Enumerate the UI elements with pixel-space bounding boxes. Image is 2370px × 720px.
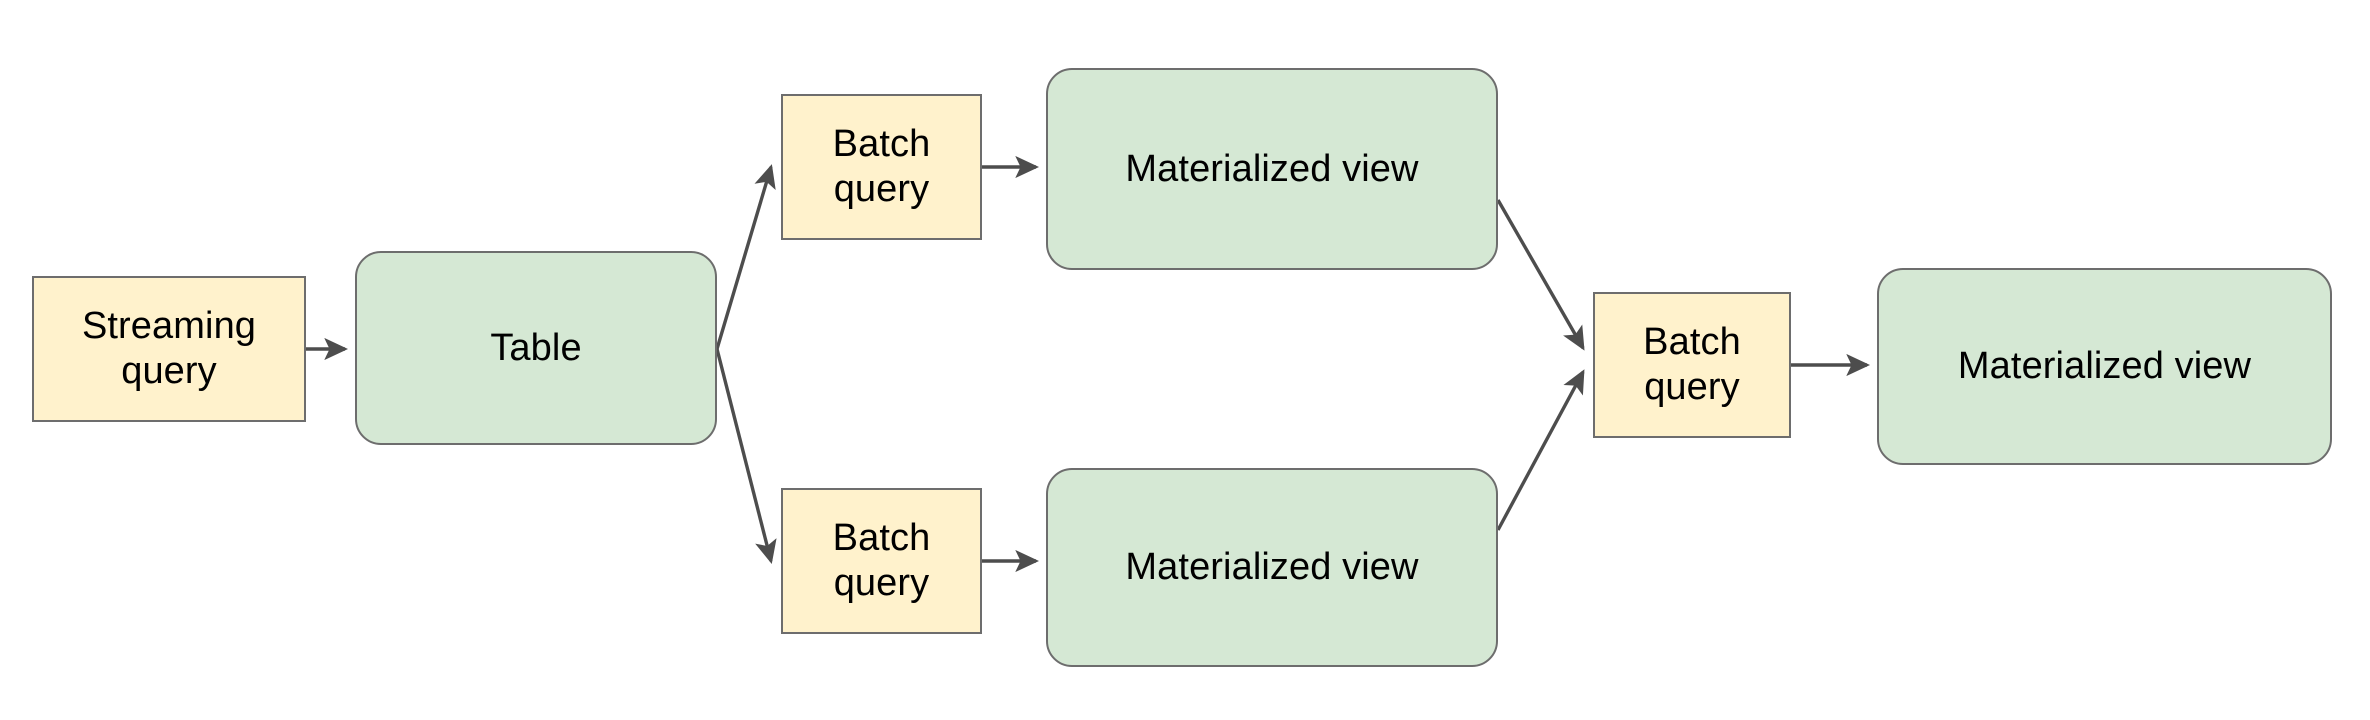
node-table[interactable]: Table [355, 251, 717, 445]
edge-table-to-batch-query-top [715, 164, 776, 350]
edge-materialized-view-top-to-batch-query-right [1496, 199, 1585, 351]
node-batch-query-right[interactable]: Batch query [1593, 292, 1791, 438]
node-label-batch-query-bottom: Batch query [832, 517, 931, 604]
edge-materialized-view-bottom-to-batch-query-right [1496, 369, 1585, 531]
node-batch-query-top[interactable]: Batch query [781, 94, 982, 240]
node-label-materialized-view-top: Materialized view [1125, 147, 1419, 190]
node-materialized-view-right[interactable]: Materialized view [1877, 268, 2332, 465]
node-batch-query-bottom[interactable]: Batch query [781, 488, 982, 634]
edge-table-to-batch-query-bottom [715, 348, 777, 564]
node-label-table: Table [490, 326, 582, 369]
node-streaming-query[interactable]: Streaming query [32, 276, 306, 422]
node-materialized-view-top[interactable]: Materialized view [1046, 68, 1498, 270]
node-label-streaming-query: Streaming query [81, 305, 257, 392]
node-label-materialized-view-right: Materialized view [1957, 345, 2252, 388]
node-label-batch-query-top: Batch query [832, 123, 931, 210]
node-label-batch-query-right: Batch query [1643, 321, 1741, 408]
node-materialized-view-bottom[interactable]: Materialized view [1046, 468, 1498, 667]
node-label-materialized-view-bottom: Materialized view [1125, 546, 1419, 589]
